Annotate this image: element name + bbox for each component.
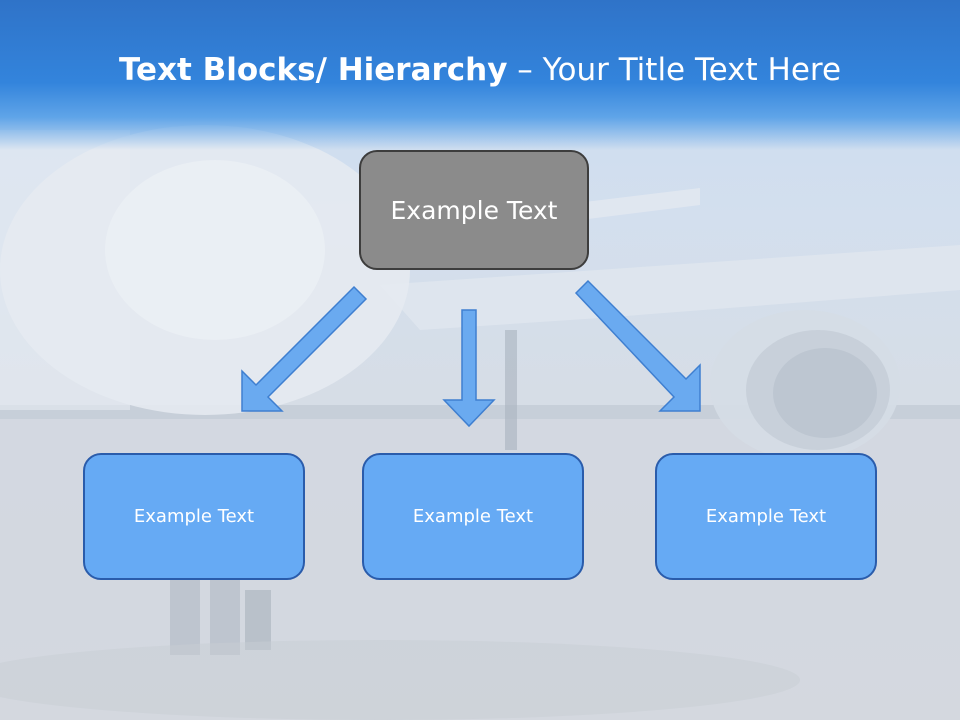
child-text-box-label: Example Text: [133, 506, 255, 527]
title-rest-part: – Your Title Text Here: [507, 52, 842, 88]
child-text-box-label: Example Text: [705, 506, 827, 527]
child-text-box-middle[interactable]: Example Text: [362, 453, 584, 580]
slide-title: Text Blocks/ Hierarchy – Your Title Text…: [0, 52, 960, 88]
child-text-box-left[interactable]: Example Text: [83, 453, 305, 580]
arrow-to-left-box: [241, 285, 368, 412]
top-text-box[interactable]: Example Text: [359, 150, 589, 270]
top-text-box-label: Example Text: [390, 195, 558, 225]
title-band: [0, 0, 960, 150]
title-bold-part: Text Blocks/ Hierarchy: [118, 52, 508, 88]
child-text-box-right[interactable]: Example Text: [655, 453, 877, 580]
arrow-to-right-box: [574, 279, 701, 412]
child-text-box-label: Example Text: [412, 506, 534, 527]
arrow-to-middle-box: [442, 309, 496, 428]
